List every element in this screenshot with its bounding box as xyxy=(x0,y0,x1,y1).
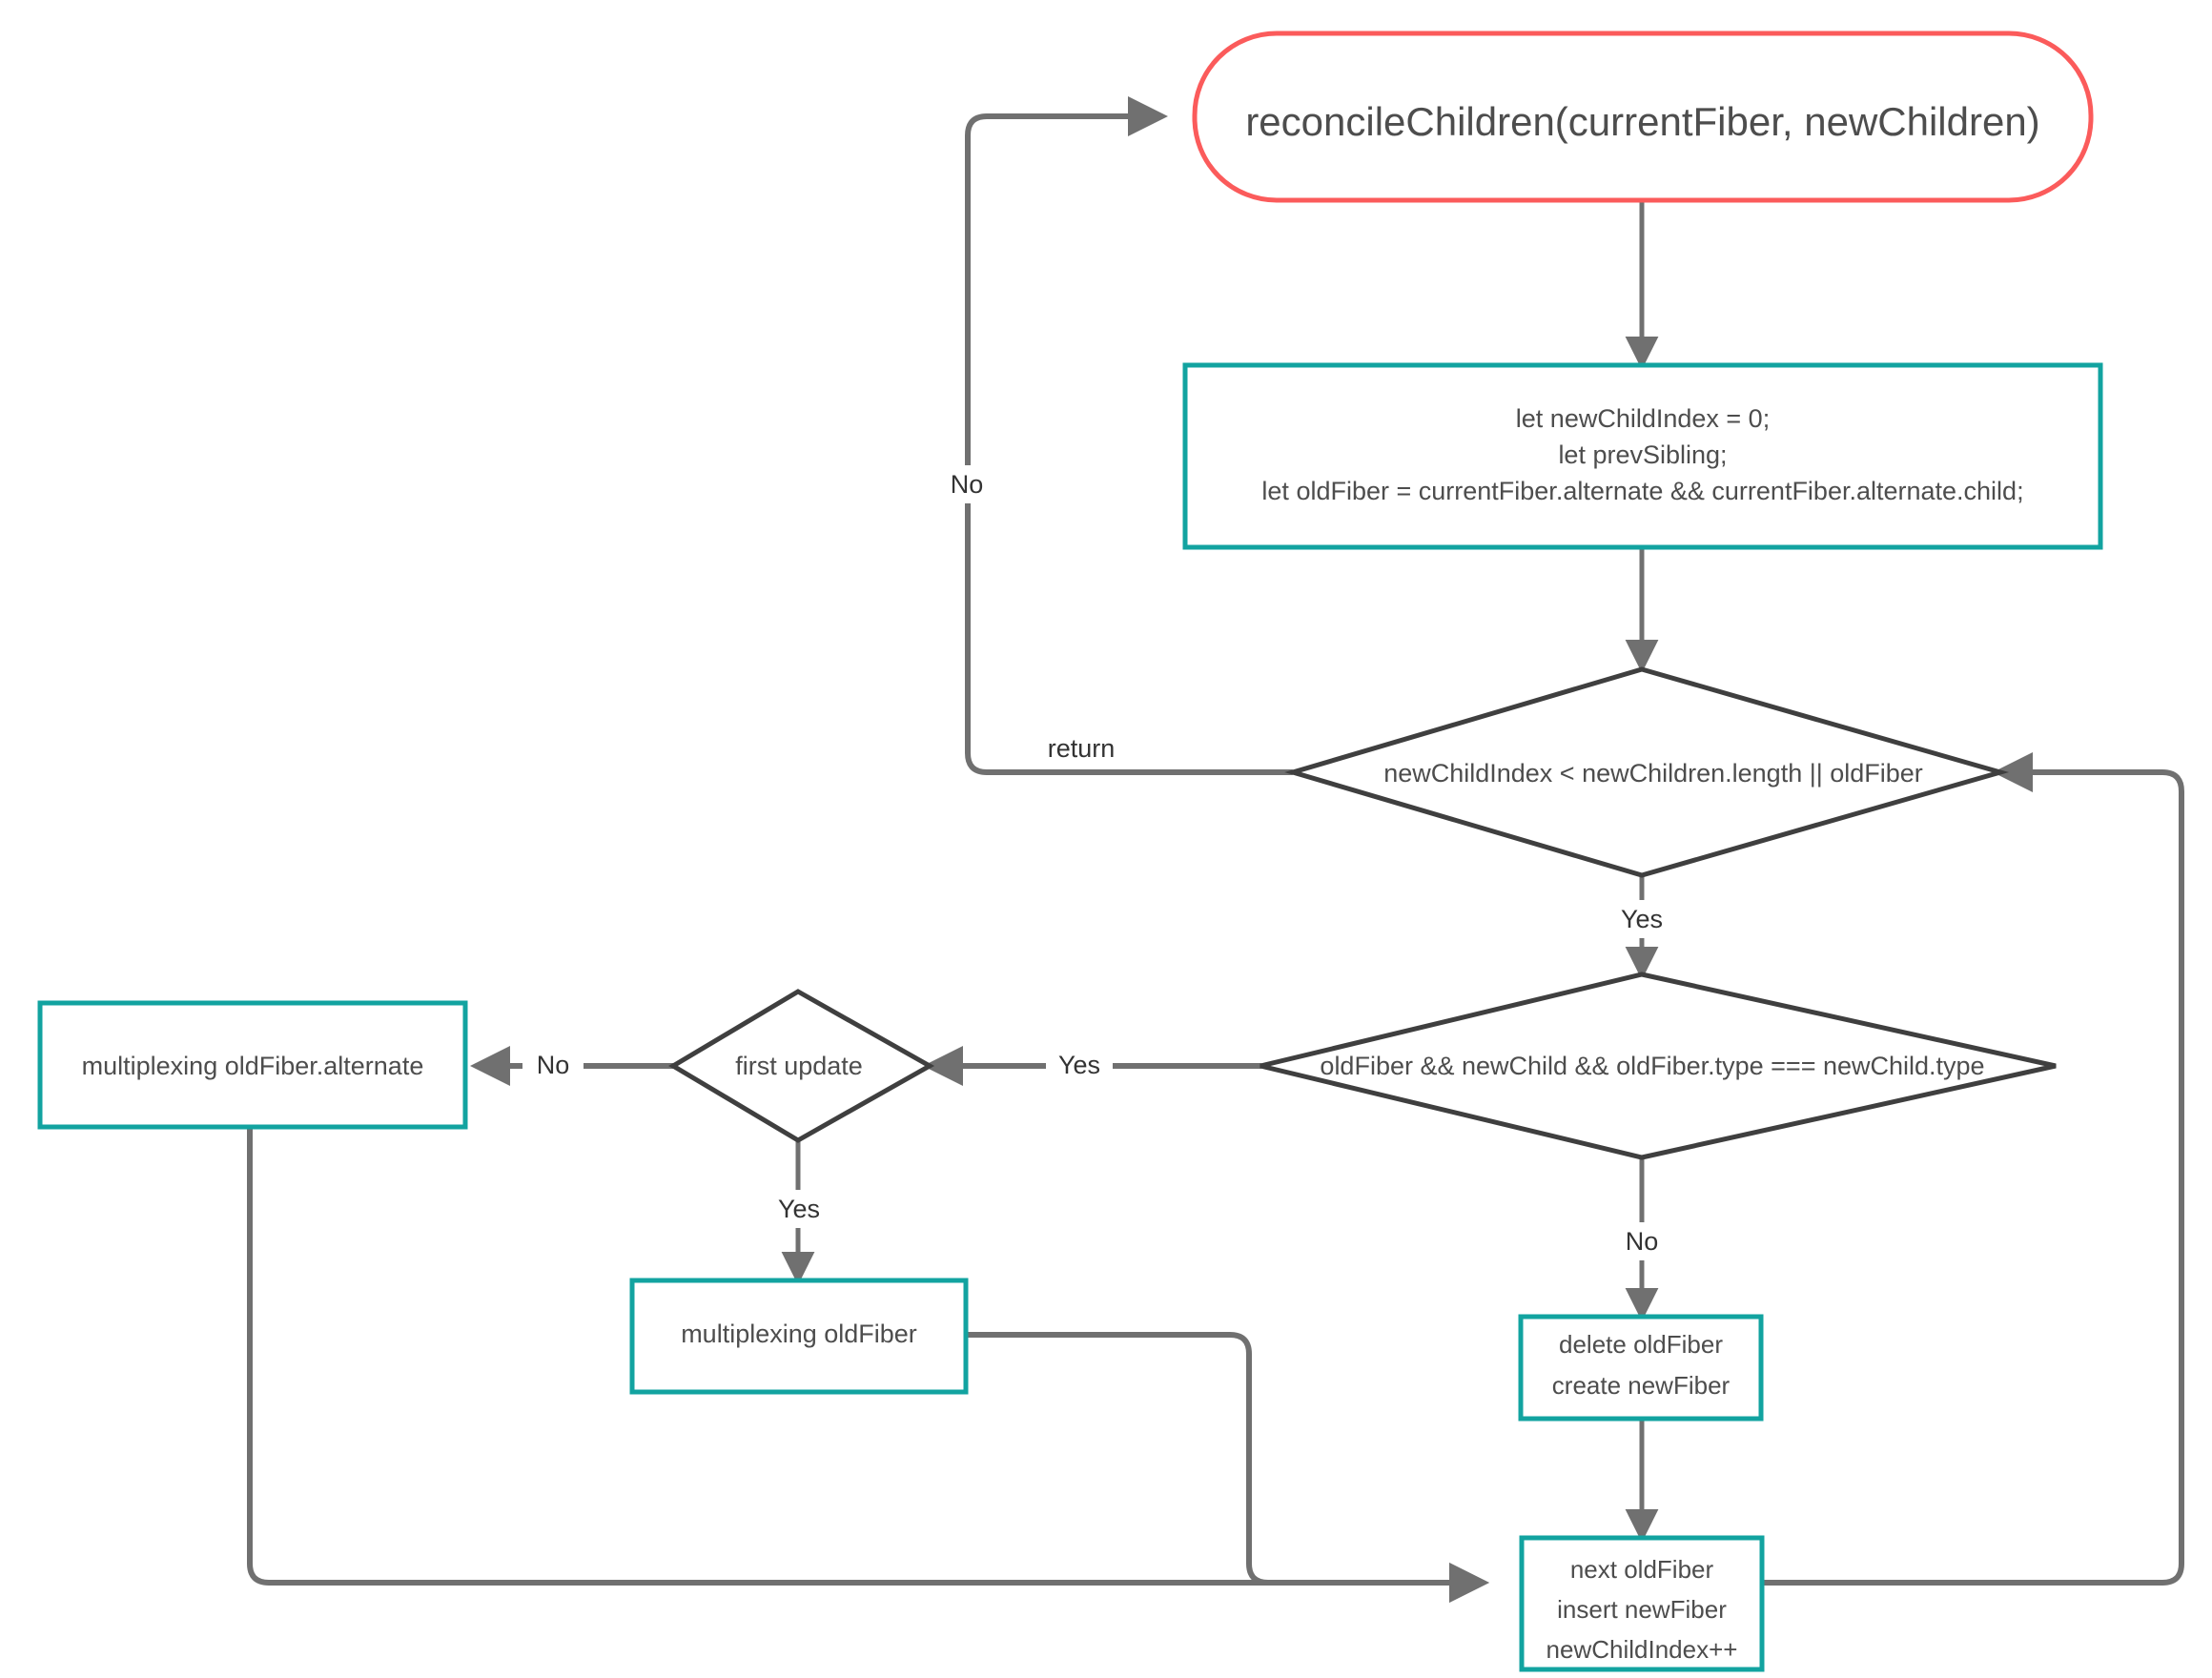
node-init-line-2: let prevSibling; xyxy=(1558,440,1727,469)
label-bg-no-return xyxy=(932,465,1001,503)
edge-loop-no-return-to-start xyxy=(965,96,1295,775)
edge-muxoldfiber-to-advance xyxy=(963,1332,1489,1603)
edge-label-no-type: No xyxy=(1626,1227,1659,1256)
node-mux-oldfiber[interactable]: multiplexing oldFiber xyxy=(629,1278,969,1395)
node-init-line-3: let oldFiber = currentFiber.alternate &&… xyxy=(1261,477,2023,505)
node-advance-line-1: next oldFiber xyxy=(1570,1555,1714,1584)
node-delete-create-line-1: delete oldFiber xyxy=(1559,1330,1723,1359)
edge-label-no-firstupdate: No xyxy=(537,1051,570,1079)
node-start-label: reconcileChildren(currentFiber, newChild… xyxy=(1245,99,2039,144)
label-bg-yes-loop xyxy=(1609,900,1674,938)
edge-label-no-return: No xyxy=(951,470,984,499)
node-mux-alternate-label: multiplexing oldFiber.alternate xyxy=(82,1052,424,1080)
node-start[interactable]: reconcileChildren(currentFiber, newChild… xyxy=(1192,31,2094,203)
edge-label-yes-loop: Yes xyxy=(1621,905,1663,933)
node-advance[interactable]: next oldFiber insert newFiber newChildIn… xyxy=(1519,1535,1765,1672)
edge-advance-to-loop xyxy=(1758,752,2184,1586)
node-type-check[interactable]: oldFiber && newChild && oldFiber.type ==… xyxy=(1260,972,2057,1160)
node-advance-line-2: insert newFiber xyxy=(1557,1595,1727,1624)
label-bg-yes-firstupdate xyxy=(766,1190,832,1228)
edge-label-return: return xyxy=(1048,734,1116,763)
node-init[interactable]: let newChildIndex = 0; let prevSibling; … xyxy=(1182,362,2103,550)
node-loop-condition[interactable]: newChildIndex < newChildren.length || ol… xyxy=(1284,666,2010,878)
node-mux-oldfiber-label: multiplexing oldFiber xyxy=(681,1320,917,1348)
label-bg-yes-type xyxy=(1046,1047,1113,1085)
node-init-line-1: let newChildIndex = 0; xyxy=(1516,404,1770,433)
edge-muxalternate-to-advance xyxy=(247,1124,1489,1603)
node-first-update-label: first update xyxy=(735,1052,863,1080)
node-type-check-label: oldFiber && newChild && oldFiber.type ==… xyxy=(1320,1052,1984,1080)
node-delete-create-line-2: create newFiber xyxy=(1552,1371,1731,1400)
node-delete-create[interactable]: delete oldFiber create newFiber xyxy=(1518,1314,1764,1422)
label-bg-no-type xyxy=(1611,1222,1672,1260)
node-first-update[interactable]: first update xyxy=(668,989,935,1143)
node-advance-line-3: newChildIndex++ xyxy=(1546,1635,1738,1664)
label-bg-return xyxy=(1028,729,1135,767)
edge-label-yes-type: Yes xyxy=(1058,1051,1100,1079)
node-mux-alternate[interactable]: multiplexing oldFiber.alternate xyxy=(37,1000,468,1130)
edge-label-yes-firstupdate: Yes xyxy=(778,1195,820,1223)
label-bg-no-firstupdate xyxy=(522,1047,584,1085)
node-loop-condition-label: newChildIndex < newChildren.length || ol… xyxy=(1383,759,1923,788)
